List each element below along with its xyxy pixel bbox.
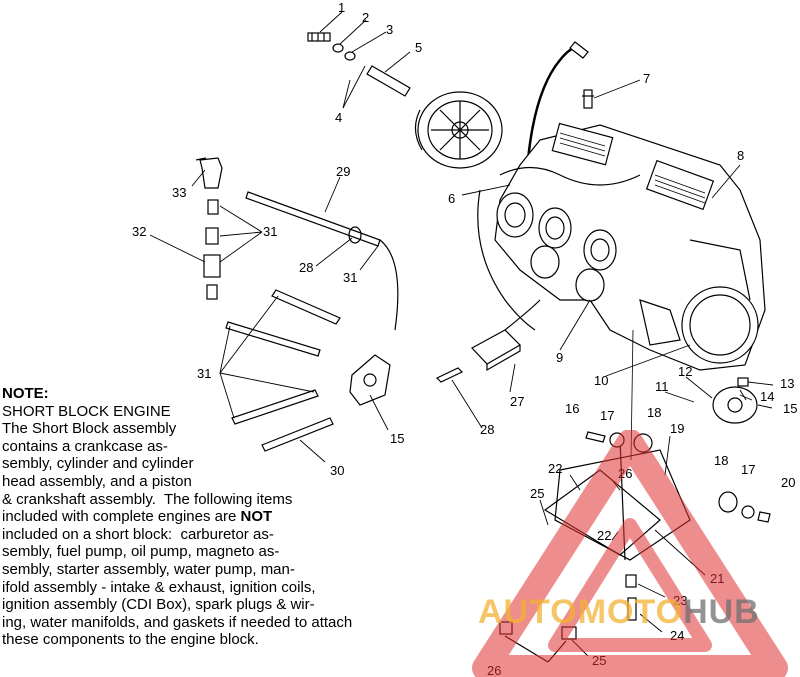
callout-18-upper: 18 (647, 405, 661, 420)
spacer-part-18-lower (718, 491, 738, 513)
callout-11: 11 (655, 379, 669, 394)
note-line-8: included on a short block: carburetor as… (2, 525, 274, 543)
callout-15-left: 15 (390, 431, 404, 446)
note-line-1: SHORT BLOCK ENGINE (2, 402, 171, 420)
washer-part-3 (344, 51, 356, 61)
note-line-7: included with complete engines are NOT (2, 508, 422, 526)
callout-18-lower: 18 (714, 453, 728, 468)
callout-14: 14 (760, 389, 774, 404)
oil-pump-part-15-left (349, 354, 391, 406)
callout-15-right: 15 (783, 401, 797, 416)
fuel-pump-part-33 (195, 157, 223, 189)
callout-30: 30 (330, 463, 344, 478)
callout-20: 20 (781, 475, 795, 490)
callout-29: 29 (336, 164, 350, 179)
callout-1: 1 (338, 0, 345, 15)
carburetor-assembly (477, 166, 641, 331)
oil-hose-upper (271, 289, 341, 325)
callout-33: 33 (172, 185, 186, 200)
callout-9: 9 (556, 350, 563, 365)
callout-10: 10 (594, 373, 608, 388)
callout-28-upper: 28 (299, 260, 313, 275)
callout-22-upper: 22 (548, 461, 562, 476)
oil-hose-lower (231, 389, 319, 425)
watermark-logo (472, 430, 788, 677)
fuel-line-fittings (203, 199, 221, 300)
note-line-10: sembly, starter assembly, water pump, ma… (2, 560, 295, 578)
note-line-7-text: included with complete engines are (2, 508, 241, 526)
cdi-box-part-27 (471, 299, 541, 372)
callout-4: 4 (335, 110, 342, 125)
water-pump-part-15-right (712, 377, 758, 424)
bolt-part-1 (307, 32, 331, 42)
note-line-6: & crankshaft assembly. The following ite… (2, 490, 293, 508)
note-line-5: head assembly, and a piston (2, 472, 192, 490)
spark-plug-part-7 (582, 89, 594, 109)
short-block-note: NOTE: SHORT BLOCK ENGINE The Short Block… (2, 385, 422, 649)
bolt-part-16 (585, 431, 606, 443)
oil-hose-part-30 (261, 417, 334, 452)
callout-7: 7 (643, 71, 650, 86)
callout-17-lower: 17 (741, 462, 755, 477)
washer-part-17-lower (741, 505, 755, 519)
callout-12: 12 (678, 364, 692, 379)
callout-2: 2 (362, 10, 369, 25)
callout-27: 27 (510, 394, 524, 409)
nut-part-20 (757, 511, 771, 523)
note-line-11: ifold assembly - intake & exhaust, ignit… (2, 578, 316, 596)
bushing-part-23 (625, 574, 637, 588)
note-line-9: sembly, fuel pump, oil pump, magneto as- (2, 543, 280, 561)
callout-13: 13 (780, 376, 794, 391)
bolt-part-24 (627, 597, 637, 621)
note-line-7-emphasis: NOT (240, 508, 273, 526)
callout-31-lower: 31 (197, 366, 211, 381)
watermark-text: AUTOMOTOHUB (478, 593, 760, 632)
callout-16: 16 (565, 401, 579, 416)
drive-clutch (414, 91, 503, 169)
note-line-4: sembly, cylinder and cylinder (2, 455, 194, 473)
washer-part-2 (332, 43, 344, 53)
callout-22-lower: 22 (597, 528, 611, 543)
callout-31-upper: 31 (263, 224, 277, 239)
spark-plug-part-28 (435, 367, 464, 383)
spacer-part-5 (366, 65, 411, 97)
callout-3: 3 (386, 22, 393, 37)
callout-5: 5 (415, 40, 422, 55)
engine-block (494, 122, 766, 371)
watermark-text-part2: HUB (683, 593, 760, 631)
note-line-12: ignition assembly (CDI Box), spark plugs… (2, 596, 315, 614)
note-title: NOTE: (2, 385, 49, 402)
note-line-2: The Short Block assembly (2, 420, 177, 438)
note-line-3: contains a crankcase as- (2, 437, 168, 455)
callout-32: 32 (132, 224, 146, 239)
callout-19: 19 (670, 421, 684, 436)
callout-6: 6 (448, 191, 455, 206)
oil-hose-middle (225, 321, 321, 357)
warning-triangle-icon (472, 430, 788, 677)
note-line-13: ing, water manifolds, and gaskets if nee… (2, 613, 353, 631)
callout-31-right: 31 (343, 270, 357, 285)
callout-28-lower: 28 (480, 422, 494, 437)
watermark-text-part1: AUTOMOTO (478, 593, 684, 631)
callout-25-upper: 25 (530, 486, 544, 501)
callout-8: 8 (737, 148, 744, 163)
note-line-14: these components to the engine block. (2, 631, 259, 649)
callout-17-upper: 17 (600, 408, 614, 423)
